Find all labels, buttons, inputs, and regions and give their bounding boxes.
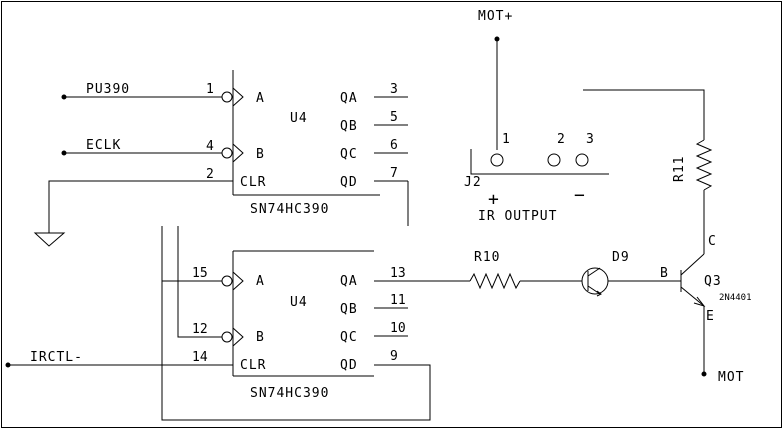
u4-bottom-ref: U4 (290, 295, 308, 310)
r10-label: R10 (474, 250, 500, 265)
j2-body (470, 149, 609, 175)
u4-top-pin-b-num: 4 (206, 139, 214, 154)
u4-bottom-pin-clr-name: CLR (240, 358, 266, 373)
u4-bottom-pin-b-num: 12 (192, 322, 208, 337)
irctl-label: IRCTL- (30, 350, 83, 365)
j2-pin2 (547, 153, 561, 167)
u4-top-pin-clr-num: 2 (206, 167, 214, 182)
j2-pin3-num: 3 (586, 132, 594, 147)
u4-top-bubble-a (221, 91, 233, 103)
u4-top-pin-qd-num: 7 (390, 166, 398, 181)
u4-top-pin-qd-name: QD (340, 175, 358, 190)
r10-resistor (469, 272, 521, 290)
q3-transistor (680, 253, 706, 307)
d9-phototransistor (581, 267, 609, 297)
u4-top-pin-qa-name: QA (340, 91, 358, 106)
u4-bottom-pin-qa-name: QA (340, 274, 358, 289)
ground-symbol (33, 232, 66, 247)
mot-terminal (701, 371, 707, 377)
j2-pin1 (490, 153, 504, 167)
u4-top-pin-qc-num: 6 (390, 138, 398, 153)
u4-bottom-pin-qd-num: 9 (390, 349, 398, 364)
u4-bottom-b-feedback-wire (177, 226, 222, 338)
j2-caption: IR OUTPUT (478, 209, 557, 224)
u4-top-part: SN74HC390 (250, 202, 329, 217)
q3-collector-label: C (708, 234, 717, 249)
u4-top-ref: U4 (290, 111, 308, 126)
clr-ground-wire (48, 180, 233, 233)
r11-resistor (695, 139, 713, 191)
u4-top-pin-a-num: 1 (206, 82, 214, 97)
j2-connector (470, 149, 609, 175)
q3-part: 2N4401 (719, 293, 752, 303)
u4-top-clock-a (232, 87, 244, 107)
pu390-label: PU390 (86, 82, 130, 97)
u4-bottom-pin-qb-name: QB (340, 302, 358, 317)
u4-top-pin-qb-num: 5 (390, 110, 398, 125)
r11-label: R11 (672, 156, 687, 182)
u4-bottom-pin-b-name: B (256, 330, 265, 345)
j2-pin1-num: 1 (502, 132, 510, 147)
u4-bottom-bubble-b (221, 331, 233, 343)
j2-pin2-num: 2 (557, 132, 565, 147)
q3-base-label: B (660, 266, 669, 281)
mot-label: MOT (718, 370, 744, 385)
u4-bottom-clock-a (232, 271, 244, 291)
j2-ref: J2 (464, 175, 482, 190)
u4-bottom-pin-a-name: A (256, 274, 265, 289)
r11-top-wire (583, 89, 705, 140)
j2-pin3 (575, 153, 589, 167)
u4-bottom-qd-wire (161, 226, 431, 421)
u4-top-bubble-b (221, 147, 233, 159)
q3-emitter-label: E (706, 309, 715, 324)
j2-plus: + (488, 189, 499, 210)
u4-top-pin-b-name: B (256, 147, 265, 162)
d9-label: D9 (612, 250, 630, 265)
q3-ref: Q3 (704, 274, 722, 289)
u4-top-pin-qa-num: 3 (390, 82, 398, 97)
u4-top-pin-a-name: A (256, 91, 265, 106)
u4-top-pin-clr-name: CLR (240, 175, 266, 190)
u4-bottom-part: SN74HC390 (250, 386, 329, 401)
u4-bottom-bubble-a (221, 275, 233, 287)
u4-bottom-pin-qa-num: 13 (390, 266, 406, 281)
u4-top-clock-b (232, 143, 244, 163)
u4-top: 1 4 2 A B CLR U4 QA QB QC QD 3 5 6 7 SN7… (206, 70, 409, 226)
eclk-label: ECLK (86, 138, 121, 153)
u4-bottom-pin-a-num: 15 (192, 266, 208, 281)
u4-bottom-pin-qc-num: 10 (390, 321, 406, 336)
u4-top-pin-qc-name: QC (340, 147, 358, 162)
u4-bottom-pin-qd-name: QD (340, 358, 358, 373)
mot-plus-label: MOT+ (478, 9, 513, 24)
u4-bottom-pin-clr-num: 14 (192, 350, 208, 365)
j2-minus: − (574, 185, 585, 206)
u4-bottom: 15 12 14 A B CLR U4 QA QB QC QD 13 11 10… (192, 250, 408, 401)
u4-bottom-clock-b (232, 327, 244, 347)
u4-bottom-pin-qc-name: QC (340, 330, 358, 345)
u4-top-pin-qb-name: QB (340, 119, 358, 134)
u4-bottom-pin-qb-num: 11 (390, 293, 406, 308)
